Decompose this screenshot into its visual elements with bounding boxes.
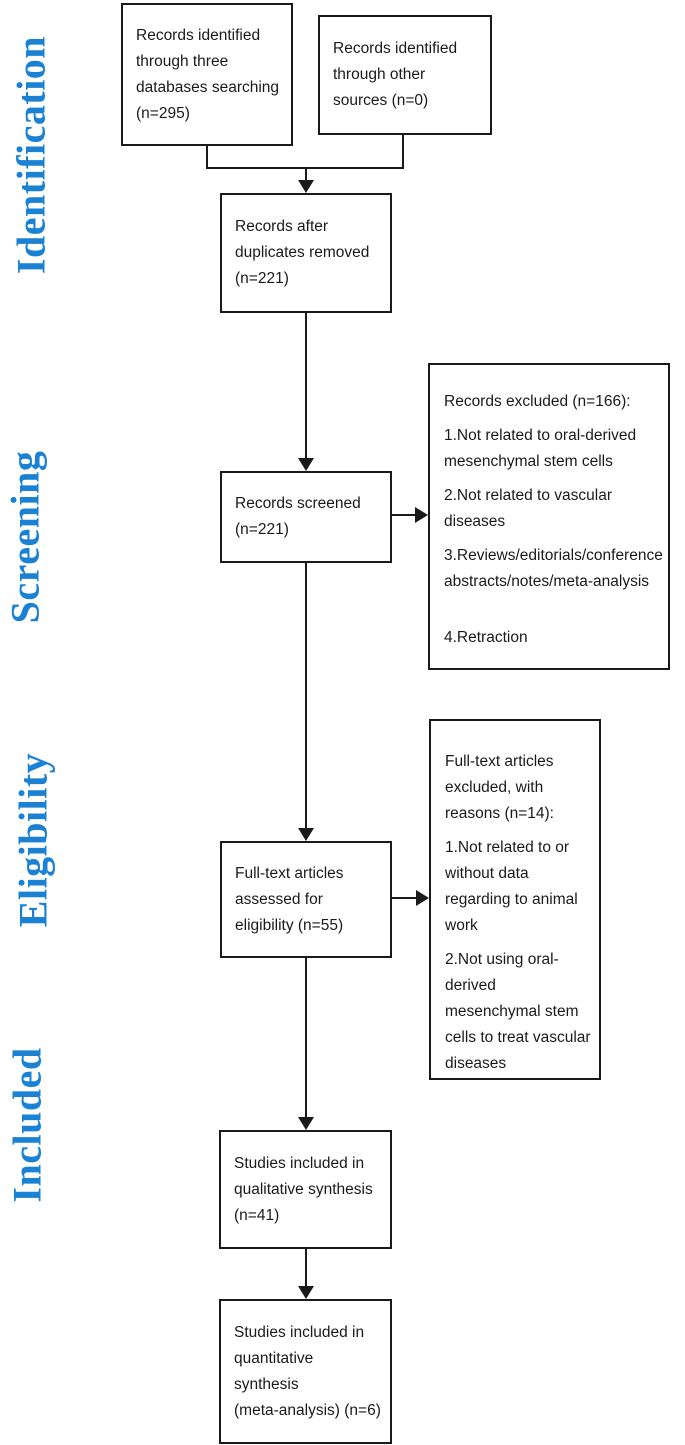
box-text-line: (n=221) [235, 270, 289, 287]
connector-line [305, 313, 307, 459]
excluded-item: 3.Reviews/editorials/conference abstract… [444, 547, 663, 590]
arrow-right-icon [416, 890, 429, 906]
box-text-line: (meta-analysis) (n=6) [234, 1401, 381, 1419]
box-text-line: Records after [235, 218, 329, 235]
arrow-down-icon [298, 458, 314, 471]
box-text-line: duplicates removed [235, 244, 370, 261]
box-text-line: Full-text articles [235, 864, 344, 882]
connector-line [305, 167, 307, 183]
box-text-line: (n=41) [234, 1206, 280, 1224]
stage-label-screening: Screening [2, 450, 48, 624]
box-qualitative-synthesis: Studies included in qualitative synthesi… [219, 1130, 392, 1249]
connector-line [402, 135, 404, 169]
excluded-item: 2.Not related to vascular diseases [444, 487, 613, 530]
arrow-down-icon [298, 828, 314, 841]
stage-label-eligibility: Eligibility [10, 752, 56, 928]
box-text-line: qualitative synthesis [234, 1180, 373, 1198]
stage-label-included: Included [4, 1047, 50, 1203]
box-records-excluded: Records excluded (n=166): 1.Not related … [428, 363, 670, 670]
box-text-line: Records identified [136, 26, 261, 44]
box-text-line: (n=221) [235, 521, 289, 538]
box-fulltext-excluded: Full-text articles excluded, with reason… [429, 719, 601, 1080]
connector-line [305, 1249, 307, 1287]
connector-line [305, 958, 307, 1117]
box-records-identified-other-sources: Records identified through other sources… [318, 15, 492, 135]
arrow-right-icon [415, 507, 428, 523]
stage-label-identification: Identification [8, 35, 54, 275]
box-text-line: assessed for [235, 890, 323, 908]
box-text-line: through other [333, 66, 426, 83]
box-quantitative-synthesis: Studies included in quantitative synthes… [219, 1299, 392, 1444]
arrow-down-icon [298, 1286, 314, 1299]
excluded-title: Full-text articles excluded, with reason… [445, 753, 554, 822]
connector-line [206, 146, 208, 169]
box-duplicates-removed: Records after duplicates removed (n=221) [220, 193, 392, 313]
connector-line [392, 897, 419, 899]
box-records-screened: Records screened (n=221) [220, 471, 392, 563]
box-text-line: Records identified [333, 40, 458, 57]
connector-line [305, 563, 307, 829]
arrow-down-icon [298, 1117, 314, 1130]
arrow-down-icon [298, 180, 314, 193]
excluded-title: Records excluded (n=166): [444, 393, 631, 410]
box-text-line: (n=295) [136, 104, 190, 122]
box-text-line: Studies included in [234, 1154, 365, 1172]
box-text-line: Records screened [235, 495, 361, 512]
box-fulltext-assessed: Full-text articles assessed for eligibil… [220, 841, 392, 958]
excluded-item: 1.Not related to oral-derived mesenchyma… [444, 427, 637, 470]
excluded-item: 2.Not using oral-derived mesenchymal ste… [445, 951, 591, 1072]
excluded-item: 1.Not related to or without data regardi… [445, 839, 578, 934]
box-text-line: databases searching [136, 78, 280, 96]
box-text-line: sources (n=0) [333, 92, 429, 109]
box-text-line: quantitative [234, 1349, 314, 1367]
box-text-line: synthesis [234, 1375, 299, 1393]
box-text-line: through three [136, 52, 229, 70]
box-text-line: eligibility (n=55) [235, 916, 344, 934]
box-text-line: Studies included in [234, 1323, 365, 1341]
box-records-identified-databases: Records identified through three databas… [121, 3, 293, 146]
excluded-item: 4.Retraction [444, 629, 528, 646]
connector-line [392, 514, 418, 516]
